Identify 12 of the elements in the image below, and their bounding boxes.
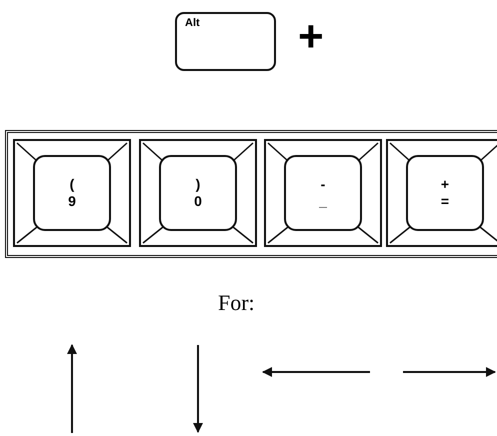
key-legend: + [440,176,450,193]
key-legend: Alt [185,17,200,29]
key-legend: 9 [68,193,76,210]
key-legend: _ [319,193,327,210]
instruction-text: For: [218,290,255,316]
key-legend: - [320,176,326,193]
key-legend: ) [196,176,200,193]
key-cap [175,12,276,71]
key-legend: ( [70,176,74,193]
key-legend: = [440,193,450,210]
plus-sign: + [298,12,324,62]
key-legend: 0 [194,193,202,210]
